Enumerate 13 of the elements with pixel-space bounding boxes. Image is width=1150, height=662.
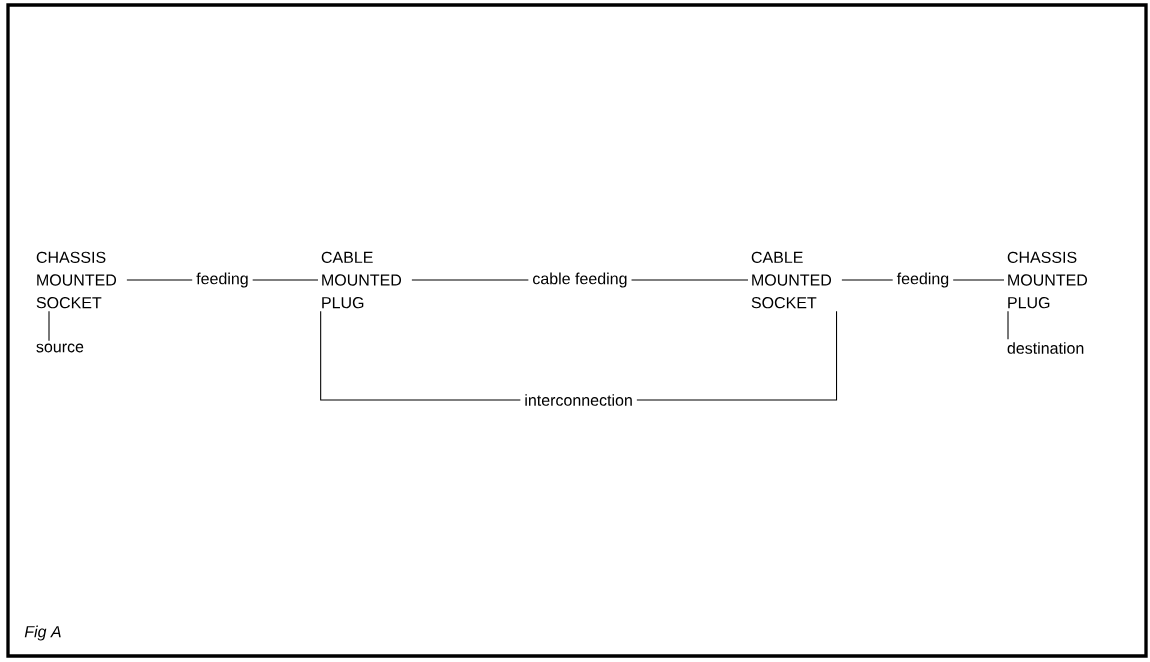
part-label: source [36,343,84,353]
edge-label: feeding [892,268,954,292]
part-label: CHASSIS MOUNTED PLUG [1007,251,1088,309]
part-label: CABLE MOUNTED SOCKET [751,251,832,309]
part-label: CHASSIS MOUNTED SOCKET [36,251,117,309]
figure-caption: Fig A [24,625,61,641]
edge-label: feeding [192,268,253,292]
edge-label: interconnection [520,390,637,410]
connector-line [48,310,50,342]
edge-label: cable feeding [528,268,632,292]
part-label: CABLE MOUNTED PLUG [321,251,402,309]
connector-line [1007,310,1009,340]
part-label: destination [1007,342,1084,354]
